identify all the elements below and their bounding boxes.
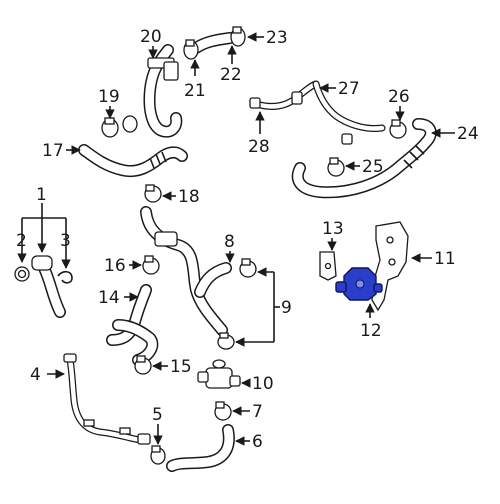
clamp-25[interactable] [327, 157, 345, 177]
bracket-13[interactable] [319, 251, 337, 281]
leader-lines [17, 32, 455, 446]
callout-13: 13 [322, 219, 344, 239]
callout-16: 16 [104, 256, 126, 276]
clamp-7[interactable] [214, 401, 232, 421]
callout-26: 26 [388, 87, 410, 107]
callout-17: 17 [42, 141, 64, 161]
callout-labels: 1 2 3 4 5 6 7 8 9 10 11 12 13 14 15 16 1… [16, 27, 479, 452]
callout-4: 4 [30, 365, 41, 385]
callout-3: 3 [60, 231, 71, 251]
callout-2: 2 [16, 231, 27, 251]
callout-19: 19 [98, 87, 120, 107]
hose-1[interactable] [31, 255, 66, 318]
hose-6[interactable] [166, 424, 235, 472]
clamp-9[interactable] [217, 332, 235, 350]
callout-27: 27 [338, 79, 360, 99]
callout-18: 18 [178, 187, 200, 207]
clamp-19[interactable] [101, 117, 119, 138]
callout-25: 25 [362, 157, 384, 177]
pump-12[interactable] [335, 267, 383, 301]
callout-11: 11 [434, 249, 456, 269]
clamp-16[interactable] [142, 255, 160, 275]
callout-5: 5 [152, 405, 163, 425]
callout-6: 6 [252, 432, 263, 452]
callout-1: 1 [36, 185, 47, 205]
bracket-11[interactable] [371, 221, 409, 312]
callout-20: 20 [140, 27, 162, 47]
hose-22[interactable] [190, 32, 236, 54]
pipe-27[interactable] [249, 80, 386, 145]
callout-10: 10 [252, 374, 274, 394]
callout-14: 14 [98, 288, 120, 308]
clamp-23[interactable] [230, 26, 246, 47]
callout-22: 22 [220, 65, 242, 85]
callout-7: 7 [252, 402, 263, 422]
small-clamp-upper [122, 115, 138, 133]
gasket-2[interactable] [14, 266, 30, 282]
callout-9: 9 [281, 298, 292, 318]
pipe-4[interactable] [63, 353, 151, 445]
clamp-21[interactable] [183, 39, 199, 60]
callout-12: 12 [360, 321, 382, 341]
clip-3[interactable] [57, 270, 73, 284]
callout-28: 28 [248, 137, 270, 157]
callout-24: 24 [457, 124, 479, 144]
callout-21: 21 [184, 81, 206, 101]
hose-24[interactable] [291, 118, 437, 199]
hose-14[interactable] [106, 284, 159, 366]
callout-15: 15 [170, 357, 192, 377]
hose-9-main[interactable] [140, 206, 232, 336]
hose-20[interactable] [143, 44, 183, 138]
clamp-18[interactable] [144, 184, 162, 203]
callout-8: 8 [224, 232, 235, 252]
clamp-26[interactable] [389, 119, 407, 139]
clamp-8[interactable] [239, 258, 257, 278]
hose-17[interactable] [78, 144, 188, 177]
clamp-15[interactable] [134, 355, 152, 375]
callout-23: 23 [266, 28, 288, 48]
clamp-5[interactable] [150, 445, 166, 465]
valve-10[interactable] [197, 359, 241, 389]
